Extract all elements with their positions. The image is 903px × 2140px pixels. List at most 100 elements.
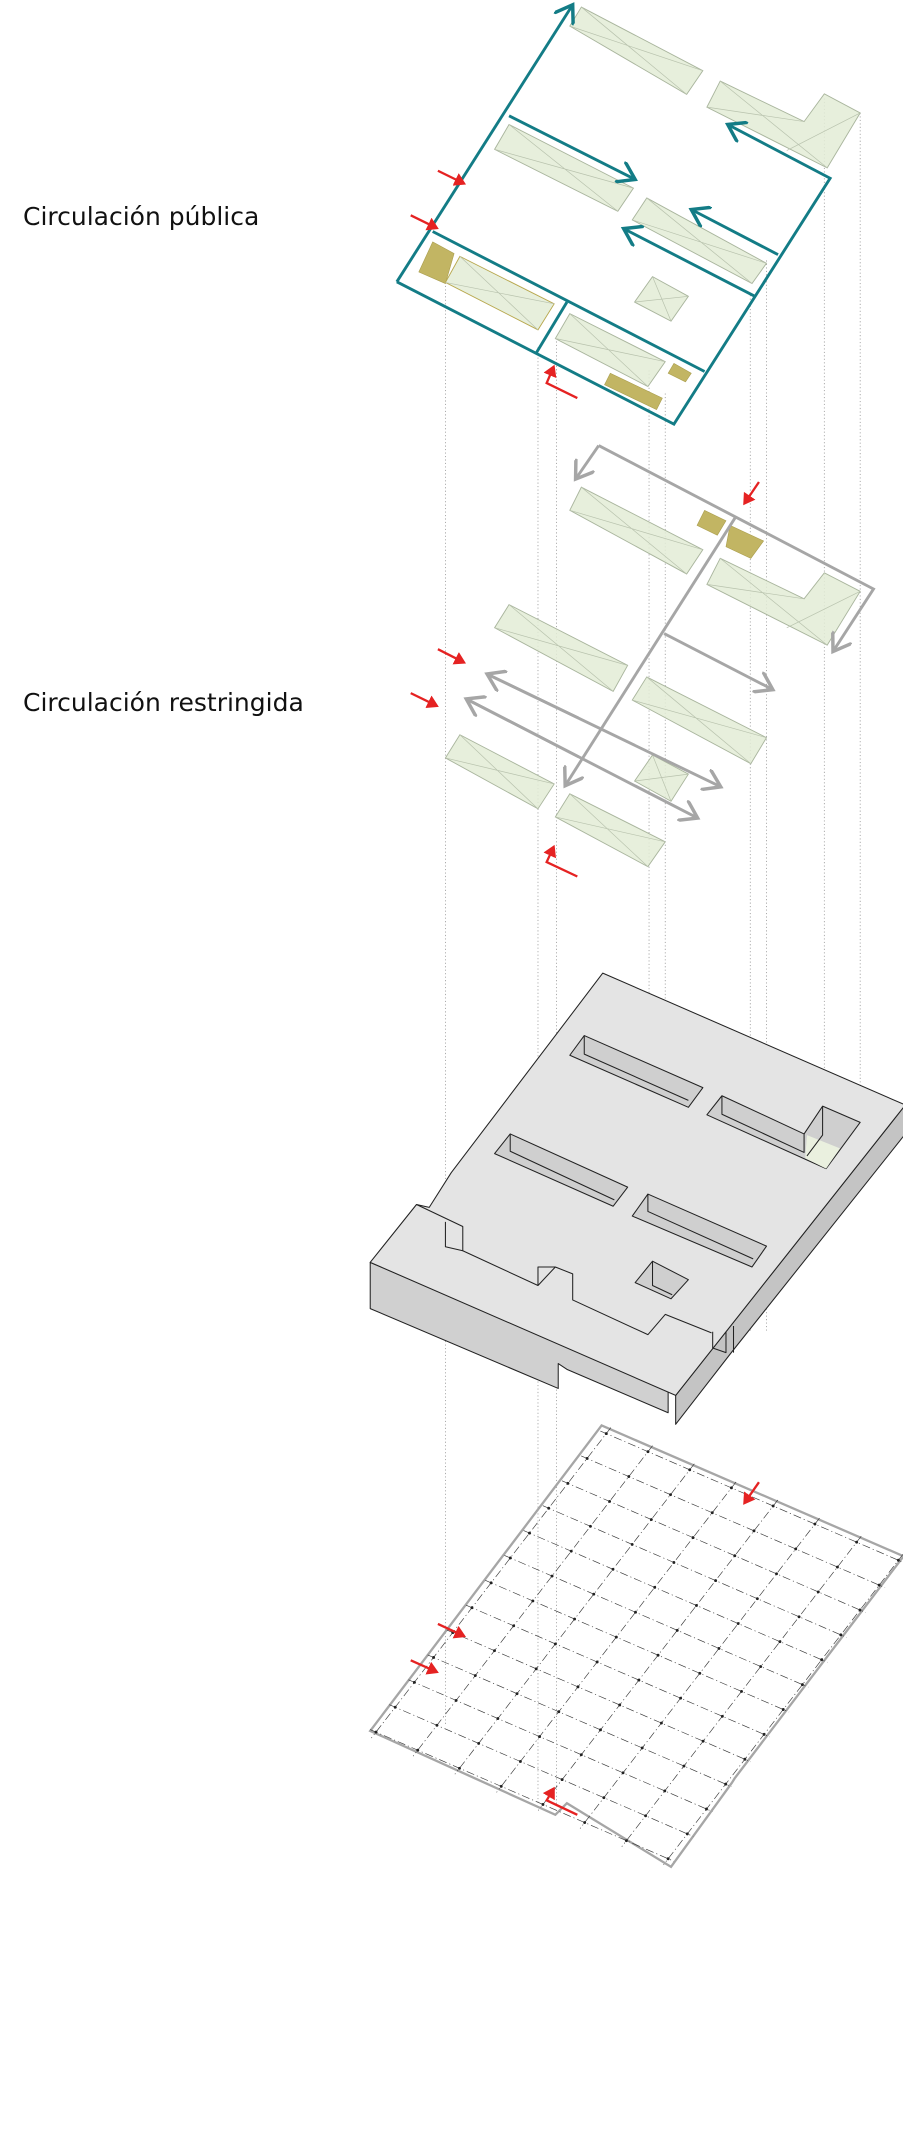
- room: [569, 6, 704, 96]
- grid-node: [724, 1782, 728, 1786]
- grid-node: [432, 1655, 436, 1659]
- grid-node: [588, 1524, 592, 1528]
- grid-node: [614, 1635, 618, 1639]
- grid-node: [602, 1796, 606, 1800]
- grid-lines: [370, 1427, 903, 1865]
- grid-node: [775, 1572, 778, 1576]
- grid-node: [694, 1604, 698, 1607]
- grid-node: [698, 1671, 702, 1675]
- grid-node: [675, 1628, 679, 1632]
- grid-line: [504, 1555, 809, 1688]
- service-block: [696, 509, 727, 536]
- entry-arrow-icon: [437, 169, 467, 186]
- grid-node: [755, 1597, 759, 1601]
- grid-node: [663, 1789, 667, 1793]
- grid-node: [640, 1746, 644, 1750]
- grid-node: [752, 1529, 756, 1533]
- grid-line: [561, 1480, 866, 1613]
- grid-node: [669, 1493, 672, 1497]
- grid-node: [566, 1481, 570, 1485]
- room: [631, 676, 768, 765]
- courtyard-openings: [494, 1035, 861, 1300]
- grid-node: [477, 1741, 481, 1745]
- restricted-circulation-paths: [466, 444, 876, 819]
- grid-node: [489, 1581, 493, 1585]
- grid-node: [541, 1803, 545, 1806]
- grid-node: [710, 1511, 714, 1515]
- entry-arrow-icon: [542, 1786, 578, 1816]
- grid-node: [714, 1579, 718, 1583]
- opening: [634, 1260, 689, 1300]
- grid-node: [672, 1561, 676, 1564]
- grid-node: [705, 1807, 708, 1811]
- service-block: [418, 241, 455, 284]
- entry-arrow-icon: [410, 1659, 439, 1675]
- grid-node: [646, 1450, 650, 1454]
- room: [569, 486, 704, 575]
- grid-node: [508, 1556, 512, 1560]
- opening: [631, 1193, 768, 1268]
- grid-node: [608, 1499, 612, 1503]
- grid-node: [701, 1739, 705, 1743]
- entry-arrow-icon: [437, 1622, 467, 1639]
- grid-line: [523, 1530, 828, 1663]
- grid-node: [496, 1717, 500, 1720]
- grid-node: [794, 1547, 798, 1551]
- grid-node: [656, 1653, 660, 1657]
- site-outline: [368, 1424, 903, 1869]
- grid-node: [435, 1723, 439, 1727]
- grid-line: [446, 1629, 751, 1763]
- room-blocks: [444, 486, 861, 868]
- grid-line: [581, 1455, 886, 1588]
- grid-node: [573, 1617, 577, 1621]
- entry-arrow-icon: [743, 1481, 760, 1505]
- grid-node: [627, 1475, 631, 1478]
- grid-node: [579, 1753, 583, 1757]
- grid-node: [569, 1549, 573, 1553]
- service-block: [667, 363, 692, 383]
- grid-node: [592, 1592, 596, 1596]
- grid-node: [393, 1705, 397, 1709]
- grid-node: [896, 1558, 900, 1562]
- grid-node: [493, 1649, 496, 1653]
- opening: [569, 1035, 704, 1108]
- grid-node: [820, 1658, 824, 1662]
- grid-node: [858, 1608, 862, 1612]
- grid-node: [797, 1615, 801, 1619]
- grid-node: [621, 1771, 625, 1775]
- grid-node: [813, 1522, 817, 1526]
- grid-node: [637, 1678, 641, 1682]
- grid-node: [624, 1839, 628, 1843]
- grid-node: [666, 1857, 670, 1861]
- grid-node: [781, 1708, 785, 1711]
- public-circulation-plan: [395, 5, 861, 427]
- grid-node: [553, 1642, 557, 1646]
- grid-node: [759, 1665, 763, 1668]
- public-circulation-paths: [395, 5, 833, 427]
- grid-node: [736, 1622, 740, 1626]
- grid-node: [717, 1646, 721, 1650]
- grid-node: [740, 1689, 743, 1693]
- grid-line: [427, 1654, 732, 1787]
- entry-arrow-icon: [437, 648, 466, 665]
- grid-node: [836, 1565, 839, 1569]
- grid-node: [515, 1692, 519, 1696]
- building-volume: [369, 972, 903, 1425]
- entry-arrow-icon: [543, 364, 578, 400]
- grid-node: [412, 1680, 416, 1684]
- grid-node: [528, 1531, 531, 1535]
- grid-node: [743, 1757, 747, 1761]
- grid-node: [470, 1606, 474, 1610]
- grid-node: [458, 1766, 461, 1770]
- grid-node: [583, 1821, 587, 1825]
- service-block: [604, 372, 663, 411]
- grid-node: [531, 1599, 535, 1603]
- grid-node: [611, 1567, 615, 1571]
- grid-node: [679, 1696, 683, 1700]
- grid-line: [465, 1604, 771, 1738]
- grid-node: [659, 1721, 663, 1725]
- entry-arrows: [410, 481, 760, 878]
- entry-arrows: [410, 169, 578, 400]
- grid-node: [604, 1432, 608, 1436]
- grid-node: [630, 1542, 634, 1546]
